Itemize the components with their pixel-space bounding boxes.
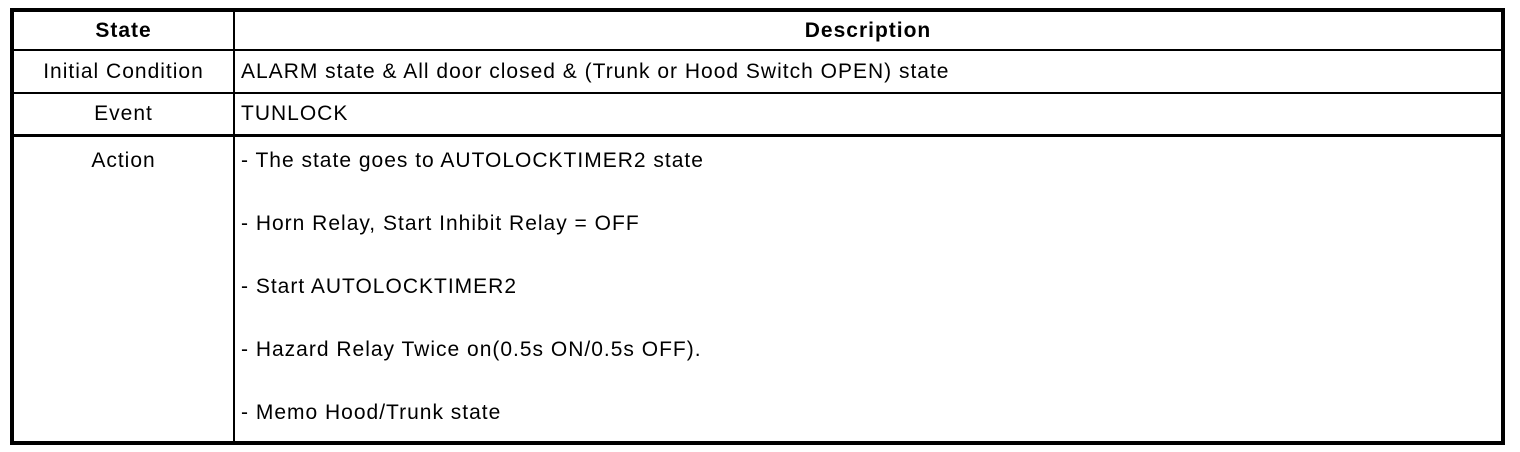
header-row: State Description (11, 9, 1504, 51)
action-item: - Start AUTOLOCKTIMER2 (241, 274, 517, 298)
table-row-action: Action - The state goes to AUTOLOCKTIMER… (11, 134, 1504, 444)
initial-condition-label: Initial Condition (11, 49, 235, 94)
action-item: - Hazard Relay Twice on(0.5s ON/0.5s OFF… (241, 337, 702, 361)
action-item: - Memo Hood/Trunk state (241, 400, 502, 424)
action-label: Action (11, 134, 235, 444)
column-header-description: Description (233, 9, 1504, 51)
column-header-state: State (11, 9, 235, 51)
event-description: TUNLOCK (233, 92, 1504, 137)
action-item: - Horn Relay, Start Inhibit Relay = OFF (241, 211, 640, 235)
state-description-table: State Description Initial Condition ALAR… (10, 8, 1505, 445)
initial-condition-description: ALARM state & All door closed & (Trunk o… (233, 49, 1504, 94)
table-row-event: Event TUNLOCK (11, 92, 1504, 137)
event-label: Event (11, 92, 235, 137)
action-description: - The state goes to AUTOLOCKTIMER2 state… (233, 134, 1504, 444)
table-row-initial-condition: Initial Condition ALARM state & All door… (11, 49, 1504, 94)
action-item: - The state goes to AUTOLOCKTIMER2 state (241, 148, 704, 172)
